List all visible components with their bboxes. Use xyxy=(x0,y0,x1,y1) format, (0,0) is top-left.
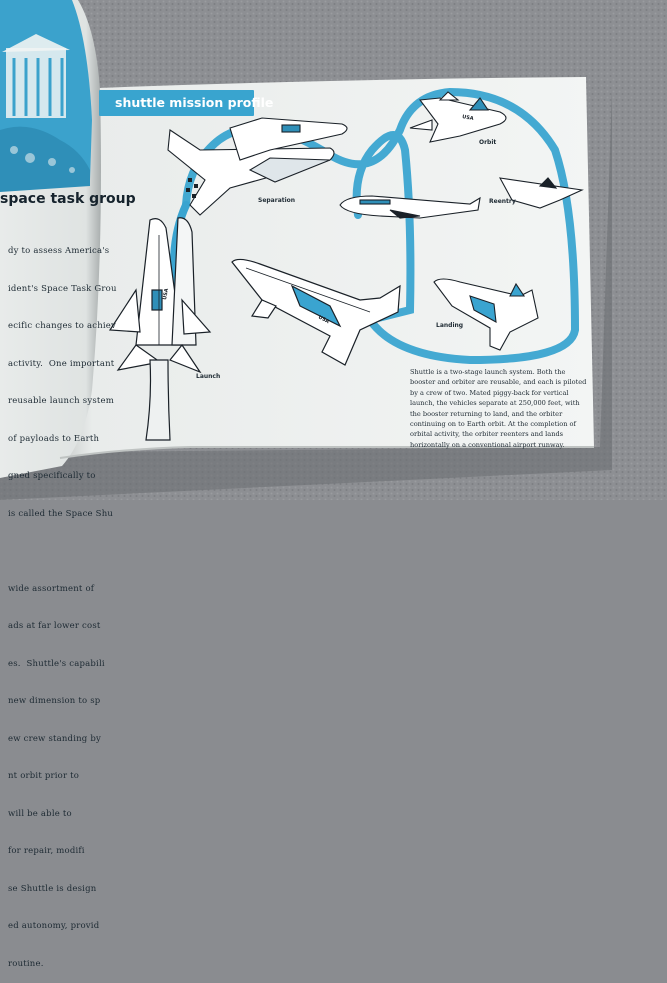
label-landing: Landing xyxy=(436,322,464,329)
label-launch: Launch xyxy=(196,373,221,380)
left-page-line: ​ xyxy=(8,545,117,558)
left-page-line: wide assortment of xyxy=(8,583,95,594)
mission-caption: Shuttle is a two-stage launch system. Bo… xyxy=(410,368,587,449)
left-page-line: for repair, modifi xyxy=(8,846,85,856)
left-page-line: of payloads to Earth xyxy=(8,433,100,444)
left-page-line: se Shuttle is design xyxy=(8,883,97,894)
left-page-line: activity. One important xyxy=(8,358,115,369)
orbiter-glide-vehicle xyxy=(231,258,401,366)
left-page-line: will be able to xyxy=(8,808,72,819)
photo-scene: USA USA USA xyxy=(0,0,667,500)
reentry-vehicle xyxy=(498,177,584,209)
label-separation: Separation xyxy=(258,197,296,204)
label-orbit: Orbit xyxy=(479,139,497,146)
left-page-line: ed autonomy, provid xyxy=(8,921,100,931)
left-page-line: routine. xyxy=(8,958,44,969)
left-page-line: dy to assess America's xyxy=(8,246,110,256)
left-page-line: ident's Space Task Grou xyxy=(8,283,117,294)
left-page-line: ads at far lower cost xyxy=(8,621,101,631)
left-page-heading: space task group xyxy=(0,191,136,207)
orbit-vehicle xyxy=(409,91,507,143)
booster-return-vehicle xyxy=(339,195,481,219)
left-page-line: new dimension to sp xyxy=(8,696,101,706)
left-page-line: nt orbit prior to xyxy=(8,771,80,781)
usa-marking-launch: USA xyxy=(162,288,170,301)
page-title: shuttle mission profile xyxy=(115,95,274,110)
left-page-body: dy to assess America's ident's Space Tas… xyxy=(8,220,117,983)
left-page-line: es. Shuttle's capabili xyxy=(8,658,105,669)
left-page-line: gned specifically to xyxy=(8,471,96,481)
book-edge xyxy=(59,446,594,459)
label-reentry: Reentry xyxy=(489,198,516,205)
left-page-line: reusable launch system xyxy=(8,396,114,406)
usa-marking-orbit: USA xyxy=(462,114,475,122)
separation-vehicles xyxy=(167,117,348,216)
left-page-line: ecific changes to achiev xyxy=(8,321,117,331)
left-page-line: ew crew standing by xyxy=(8,733,101,744)
usa-marking-glide: USA xyxy=(317,314,330,325)
landing-vehicle xyxy=(433,278,539,351)
white-house-illustration xyxy=(0,0,92,192)
flight-path-lower xyxy=(169,201,190,294)
left-page-line: is called the Space Shu xyxy=(8,508,114,519)
launch-vehicle xyxy=(108,217,212,441)
mission-profile-banner: shuttle mission profile xyxy=(99,90,273,116)
